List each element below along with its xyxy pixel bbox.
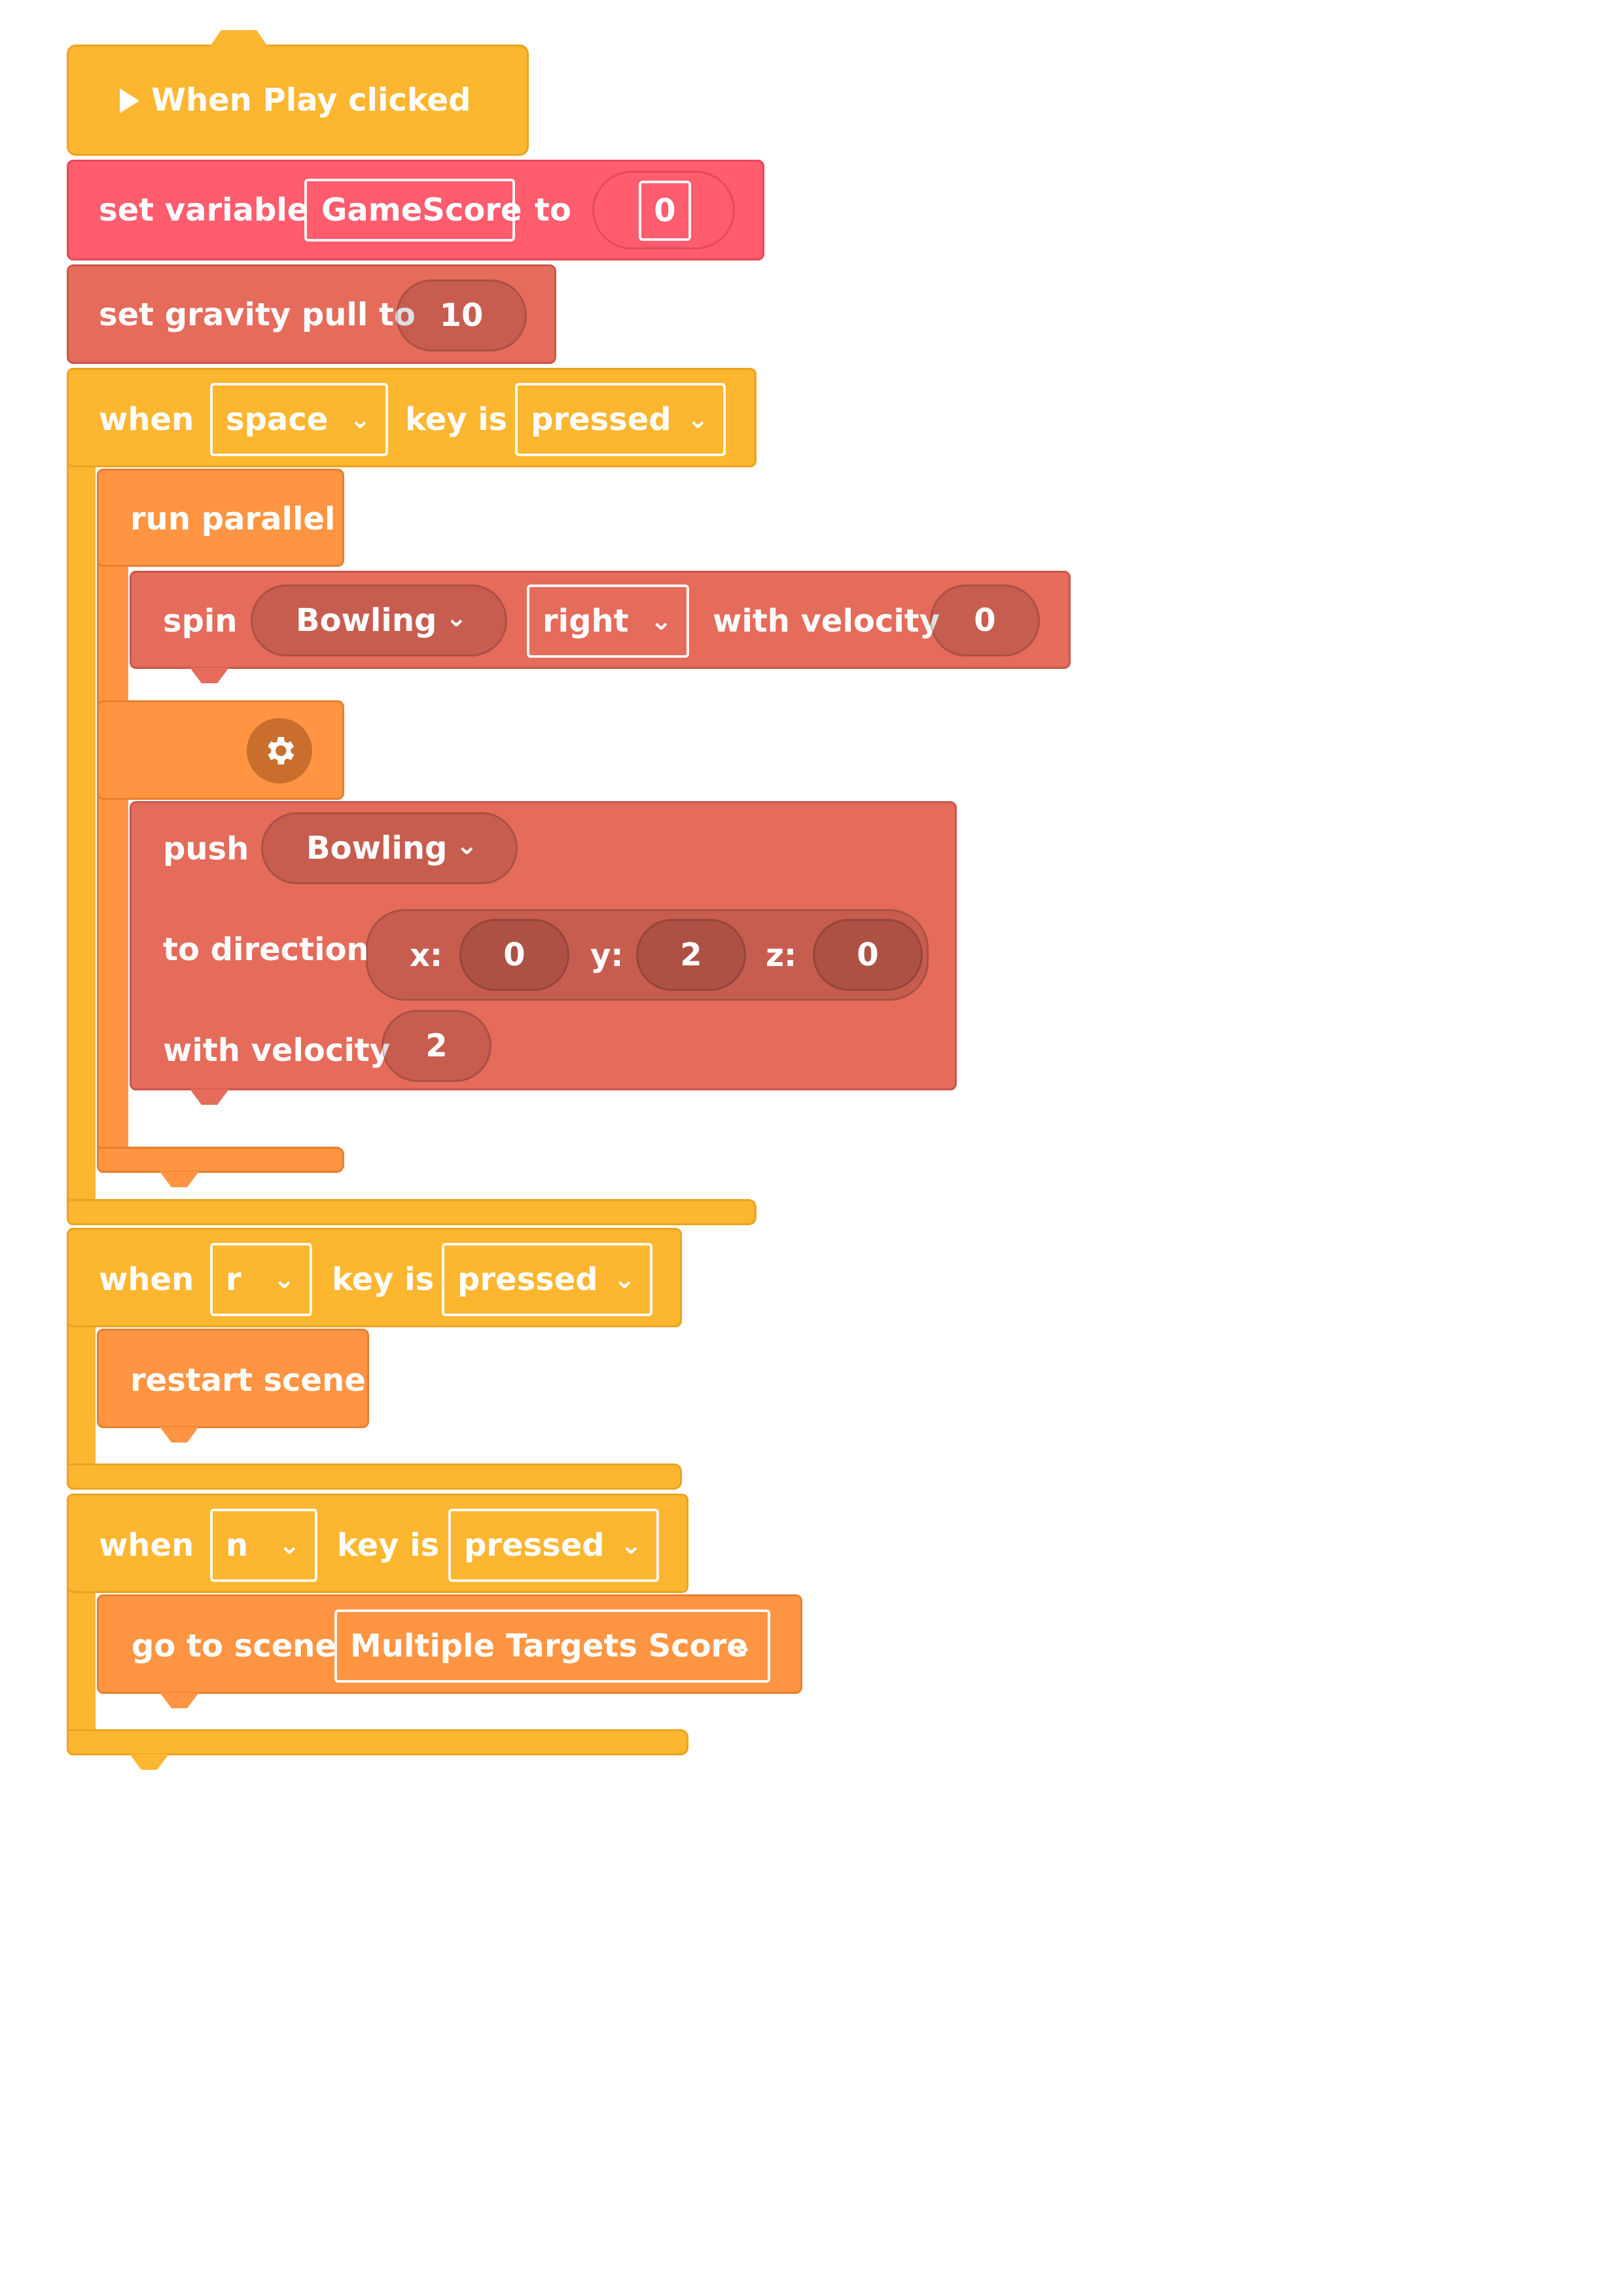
gravity-value-pill[interactable]: 10 [396, 279, 527, 351]
key-is-label: key is [332, 1261, 435, 1298]
key-dropdown[interactable]: n ⌄ [210, 1509, 317, 1582]
when-n-key-block[interactable]: when n ⌄ key is pressed ⌄ [67, 1494, 688, 1593]
when-space-arm [67, 368, 96, 1225]
go-to-scene-bottom-tab [160, 1693, 199, 1708]
hat-top-tab [209, 30, 268, 47]
chevron-down-icon: ⌄ [455, 831, 478, 861]
key-dropdown[interactable]: space ⌄ [210, 383, 388, 456]
z-label: z: [766, 937, 797, 974]
spin-direction-dropdown[interactable]: right ⌄ [527, 584, 689, 658]
y-value-pill[interactable]: 2 [636, 919, 746, 991]
run-parallel-arm [97, 469, 128, 1173]
key-state-dropdown[interactable]: pressed ⌄ [515, 383, 726, 456]
run-parallel-label: run parallel [130, 501, 336, 537]
run-parallel-divider [97, 700, 344, 800]
push-block[interactable]: push Bowling ⌄ to direction x: 0 y: 2 z:… [130, 801, 957, 1090]
push-direction-label: to direction [163, 931, 369, 968]
spin-block[interactable]: spin Bowling ⌄ right ⌄ with velocity 0 [130, 571, 1071, 669]
push-object-dropdown[interactable]: Bowling ⌄ [261, 812, 518, 884]
key-state-dropdown[interactable]: pressed ⌄ [442, 1243, 652, 1316]
scene-dropdown[interactable]: Multiple Targets Score ⌄ [334, 1609, 770, 1683]
variable-value-pill[interactable]: 0 [592, 171, 735, 249]
x-label: x: [410, 937, 443, 974]
chevron-down-icon: ⌄ [349, 404, 371, 435]
direction-vector: x: 0 y: 2 z: 0 [366, 909, 929, 1001]
set-variable-block[interactable]: set variable GameScore to 0 [67, 160, 764, 260]
chevron-down-icon: ⌄ [278, 1530, 300, 1560]
when-play-clicked-block[interactable]: When Play clicked [67, 45, 529, 156]
chevron-down-icon: ⌄ [445, 603, 467, 633]
when-space-key-block[interactable]: when space ⌄ key is pressed ⌄ [67, 368, 757, 467]
go-to-scene-label: go to scene [132, 1628, 336, 1664]
variable-value-field[interactable]: 0 [639, 181, 691, 241]
set-gravity-block[interactable]: set gravity pull to 10 [67, 264, 556, 364]
chevron-down-icon: ⌄ [273, 1265, 295, 1295]
restart-bottom-tab [160, 1427, 199, 1443]
spin-velocity-label: with velocity [713, 603, 940, 639]
gear-glyph [268, 737, 294, 764]
push-bottom-tab [190, 1089, 229, 1105]
go-to-scene-block[interactable]: go to scene Multiple Targets Score ⌄ [97, 1594, 802, 1694]
key-dropdown[interactable]: r ⌄ [210, 1243, 312, 1316]
run-parallel-footer [97, 1147, 344, 1173]
set-gravity-label: set gravity pull to [99, 296, 416, 333]
when-space-footer [67, 1199, 757, 1225]
play-icon [120, 88, 139, 113]
key-is-label: key is [337, 1527, 440, 1564]
restart-scene-label: restart scene [130, 1362, 366, 1399]
when-n-footer [67, 1729, 688, 1755]
hat-label: When Play clicked [151, 82, 471, 118]
restart-scene-block[interactable]: restart scene [97, 1329, 369, 1428]
spin-object-dropdown[interactable]: Bowling ⌄ [251, 584, 507, 656]
chevron-down-icon: ⌄ [613, 1265, 635, 1295]
z-value-pill[interactable]: 0 [813, 919, 923, 991]
y-label: y: [590, 937, 624, 974]
x-value-pill[interactable]: 0 [459, 919, 569, 991]
push-velocity-label: with velocity [163, 1032, 391, 1069]
key-state-dropdown[interactable]: pressed ⌄ [448, 1509, 659, 1582]
run-parallel-bottom-tab [160, 1172, 199, 1187]
gear-icon[interactable] [247, 718, 312, 783]
to-label: to [535, 192, 571, 228]
spin-velocity-pill[interactable]: 0 [930, 584, 1040, 656]
set-variable-label: set variable [99, 192, 309, 228]
chevron-down-icon: ⌄ [650, 606, 672, 636]
when-r-footer [67, 1463, 682, 1490]
push-label: push [163, 831, 249, 867]
run-parallel-block[interactable]: run parallel [97, 469, 344, 567]
spin-label: spin [163, 603, 238, 639]
when-label: when [99, 1261, 194, 1298]
push-velocity-pill[interactable]: 2 [382, 1010, 491, 1082]
when-r-key-block[interactable]: when r ⌄ key is pressed ⌄ [67, 1228, 682, 1327]
chevron-down-icon: ⌄ [620, 1530, 642, 1560]
when-label: when [99, 1527, 194, 1564]
variable-name-field[interactable]: GameScore [304, 179, 522, 242]
when-label: when [99, 401, 194, 438]
spin-bottom-tab [190, 668, 229, 683]
chevron-down-icon: ⌄ [731, 1631, 753, 1661]
key-is-label: key is [405, 401, 508, 438]
chevron-down-icon: ⌄ [687, 404, 709, 435]
script-bottom-tab [130, 1754, 169, 1770]
